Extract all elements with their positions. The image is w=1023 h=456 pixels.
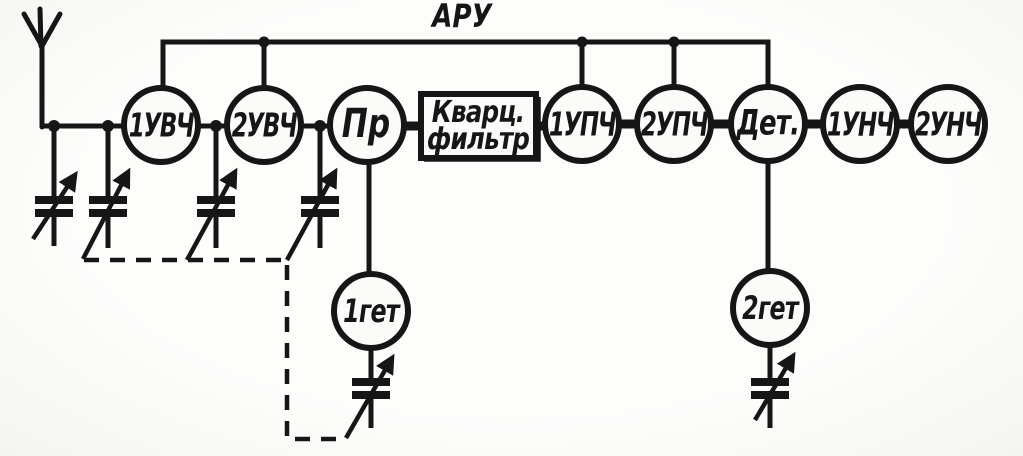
antenna-icon: [21, 6, 63, 130]
junction-dot: [258, 36, 270, 48]
crystal-filter-label-line2: фильтр: [426, 122, 530, 157]
variable-capacitor-icon: [185, 126, 238, 262]
osc-1-label: 1гет: [343, 292, 399, 330]
rf-amp-2-circle: [224, 85, 304, 165]
variable-capacitor-icon: [31, 126, 78, 246]
junction-dot: [668, 36, 680, 48]
variable-capacitor-icon: [81, 126, 131, 261]
rf-amp-1-label: 1УВЧ: [128, 105, 195, 145]
if-amp-2-label: 2УПЧ: [640, 104, 709, 144]
if-amp-2-circle: [634, 84, 714, 164]
agc-bus-wire: [160, 39, 771, 88]
variable-capacitor-icon: [285, 126, 339, 262]
osc-1-circle: [331, 271, 411, 351]
if-amp-1-label: 1УПЧ: [548, 104, 617, 144]
mixer-label: Пр: [341, 101, 391, 147]
agc-label: АРУ: [432, 0, 492, 35]
ganged-tuning-dashed-link: [84, 257, 346, 442]
af-amp-1-label: 1УНЧ: [826, 104, 895, 144]
junction-dot: [576, 36, 588, 48]
af-amp-2-label: 2УНЧ: [914, 104, 983, 144]
af-amp-1-circle: [820, 84, 900, 164]
detector-label: Дет.: [736, 103, 800, 144]
variable-capacitor-icon: [751, 345, 796, 428]
rf-amp-1-circle: [121, 85, 201, 165]
variable-capacitor-icon: [344, 348, 395, 440]
crystal-filter-box-shadow: [424, 97, 541, 162]
junction-dots: [48, 36, 680, 132]
mixer-circle: [327, 85, 407, 165]
rf-amp-2-label: 2УВЧ: [231, 105, 298, 145]
if-amp-1-circle: [542, 84, 622, 164]
af-amp-2-circle: [908, 84, 988, 164]
detector-circle: [728, 84, 808, 164]
osc-2-circle: [730, 268, 810, 348]
osc-2-label: 2гет: [742, 289, 798, 327]
crystal-filter-label-line1: Кварц.: [431, 95, 525, 130]
crystal-filter-box: [418, 91, 539, 161]
